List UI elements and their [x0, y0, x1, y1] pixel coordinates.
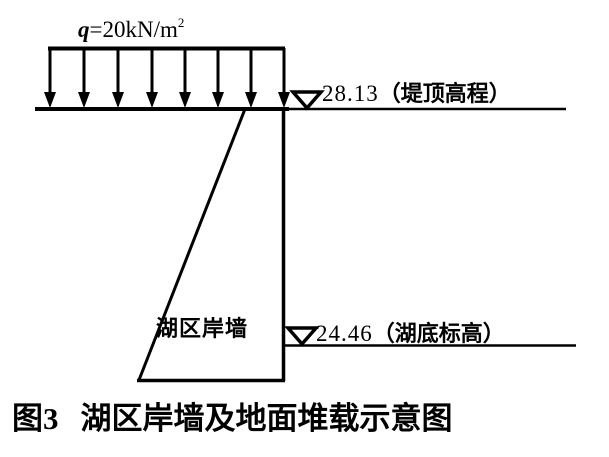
figure-caption-number: 图3 [12, 401, 59, 436]
surcharge-load-label: q=20kN/m2 [78, 16, 184, 41]
load-equals: = [89, 17, 103, 42]
wall-label: 湖区岸墙 [156, 317, 249, 342]
load-value: 20 [102, 17, 126, 42]
elevation-bottom-triangle-icon [284, 326, 320, 347]
load-arrow [245, 48, 257, 108]
load-arrow [212, 48, 224, 108]
load-arrow [278, 48, 290, 108]
elevation-bottom-note: （湖底标高） [372, 322, 505, 347]
figure-caption: 图3 湖区岸墙及地面堆载示意图 [12, 403, 453, 435]
elevation-top-note: （堤顶高程） [378, 82, 511, 107]
load-arrow [78, 48, 90, 108]
load-unit-exponent: 2 [177, 15, 185, 30]
elevation-bottom-value: 24.46 [316, 321, 373, 346]
wall-body [137, 108, 286, 383]
wall-sloped-face [137, 108, 247, 381]
elevation-bottom-label: 24.46（湖底标高） [316, 322, 505, 346]
figure-caption-title: 湖区岸墙及地面堆载示意图 [80, 401, 453, 437]
elevation-top-value: 28.13 [322, 81, 379, 106]
surcharge-load-group [44, 46, 290, 108]
load-arrow [179, 48, 191, 108]
load-arrow [112, 48, 124, 108]
load-symbol: q [78, 17, 90, 42]
load-arrow [44, 48, 56, 108]
elevation-top-label: 28.13（堤顶高程） [322, 82, 511, 106]
load-arrow [146, 48, 158, 108]
load-unit: kN/m [125, 17, 178, 42]
elevation-top-triangle-icon [289, 90, 325, 111]
